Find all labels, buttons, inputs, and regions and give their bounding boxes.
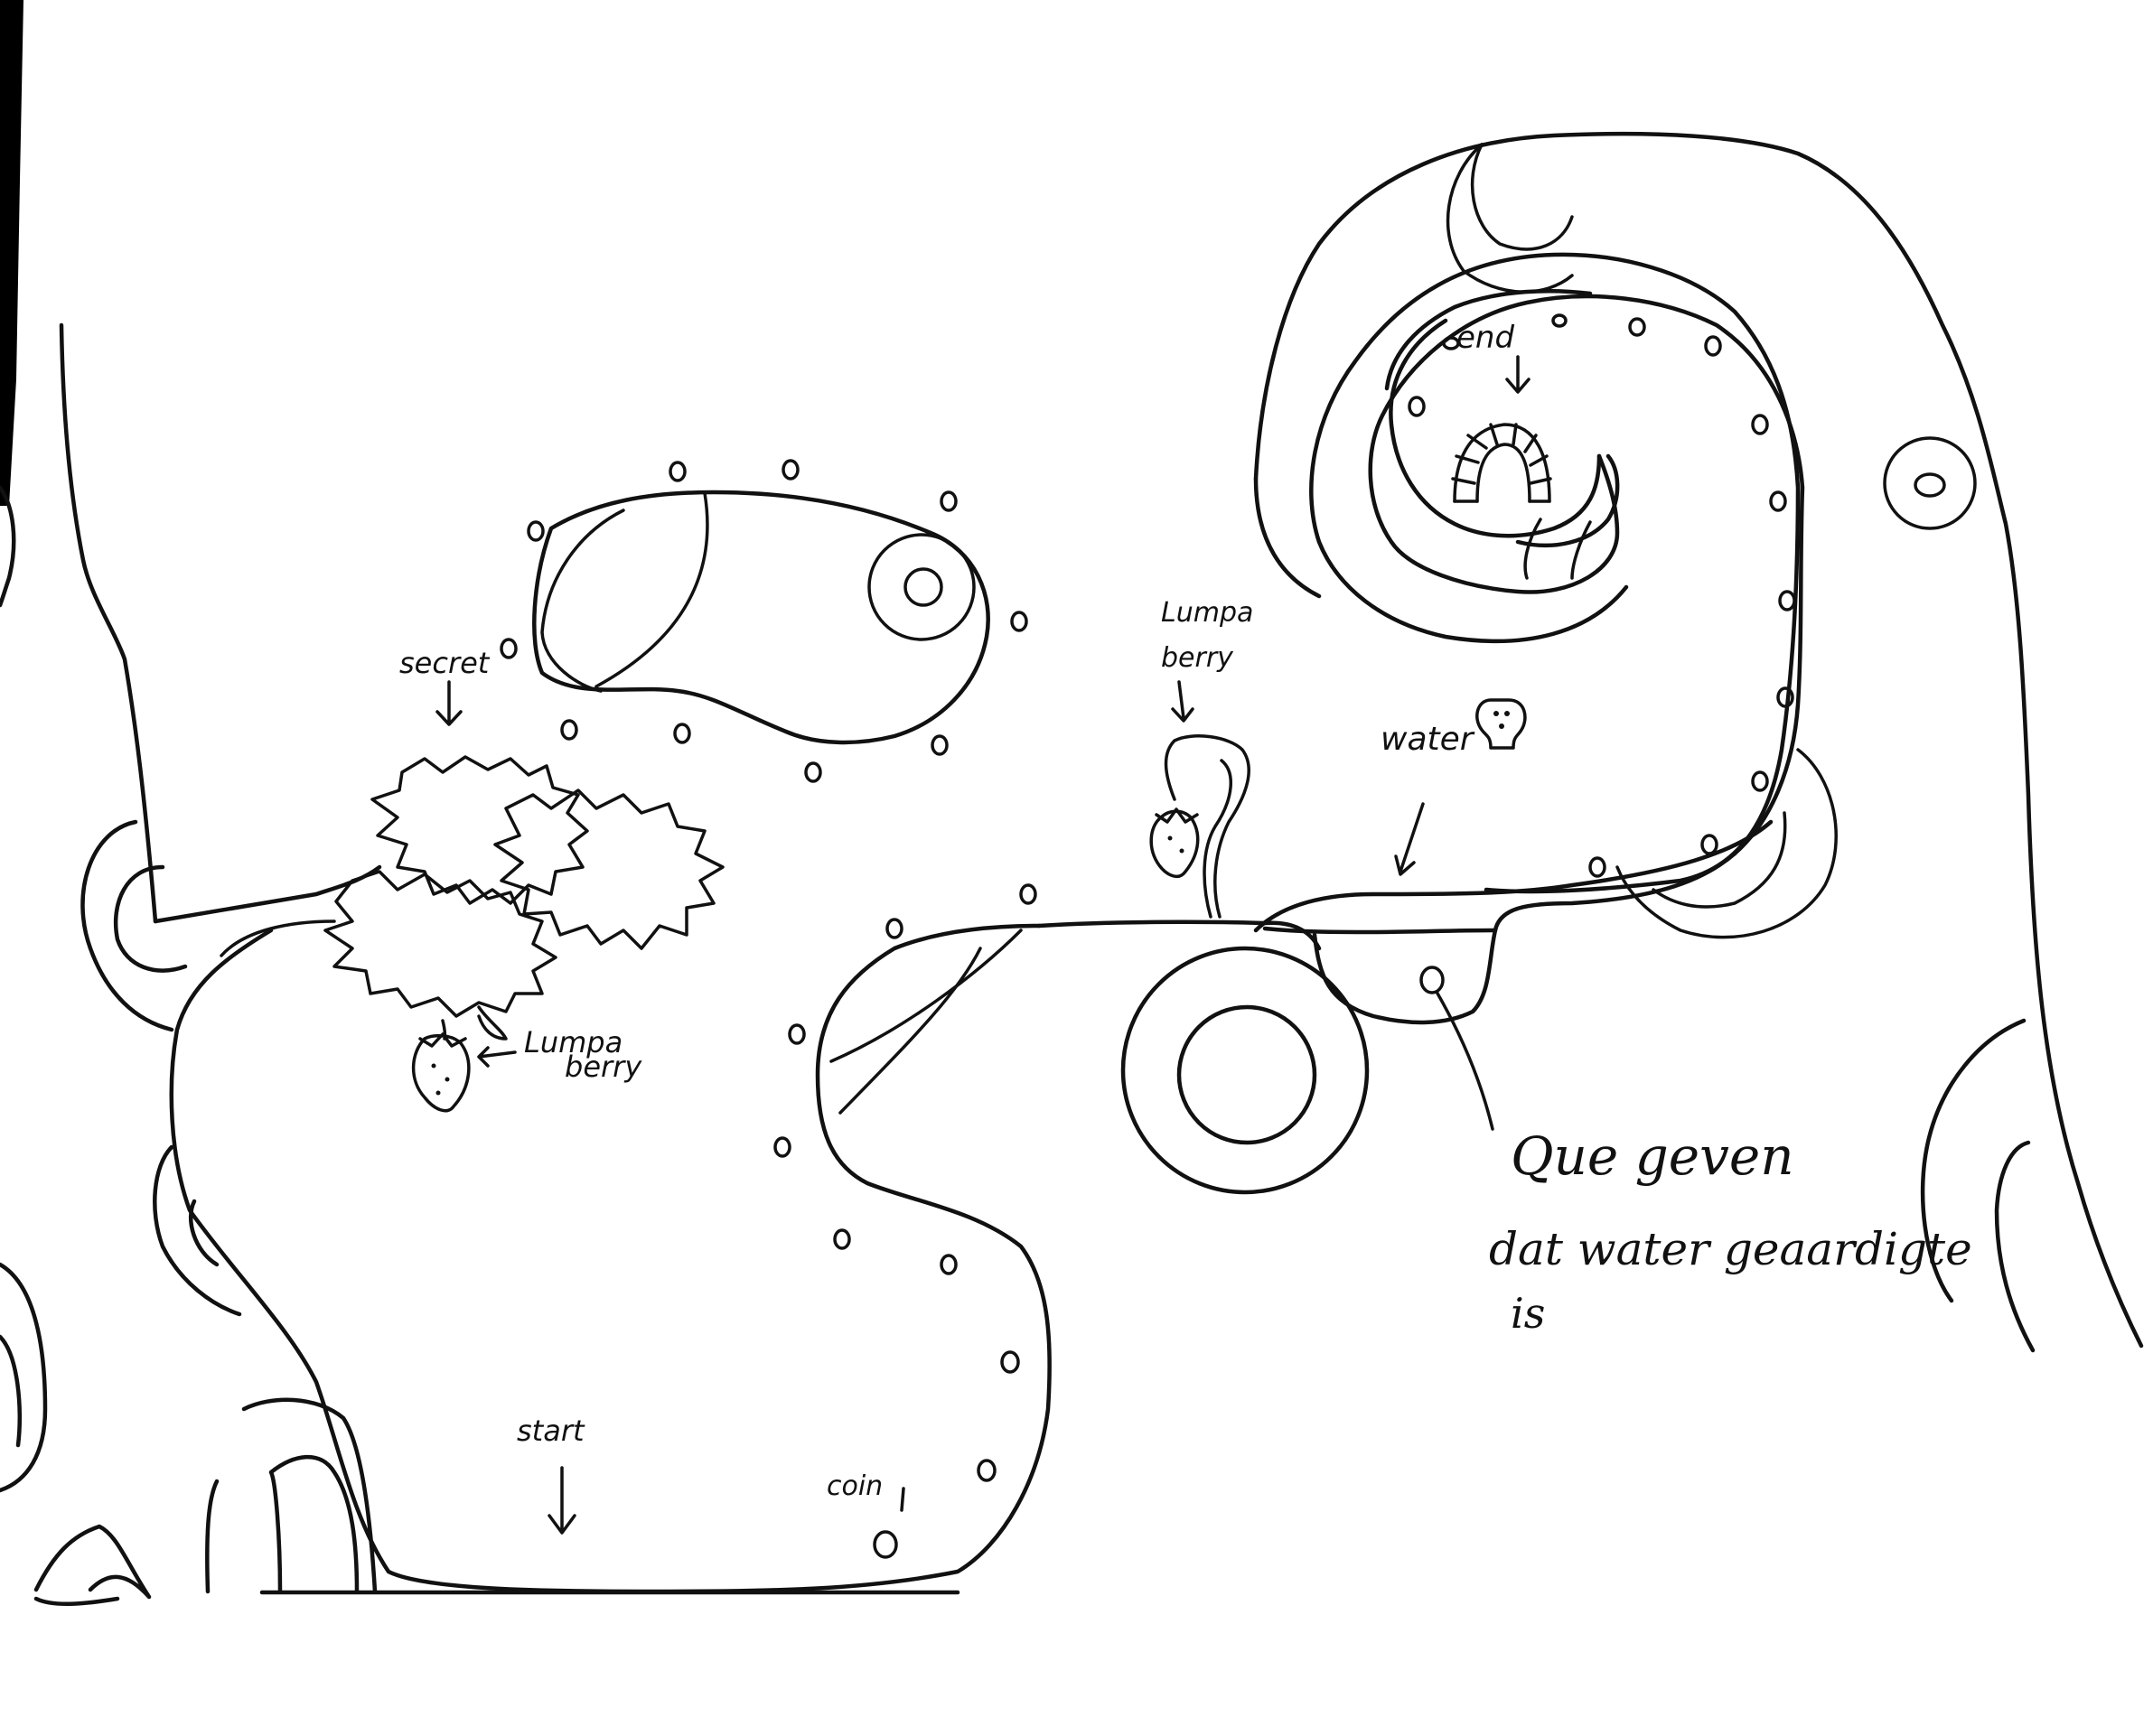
secret-arrow	[437, 682, 461, 724]
left-ground-roots	[36, 1526, 149, 1604]
floating-platform-inner-mid	[596, 493, 707, 686]
wall-ring-left	[82, 822, 172, 1030]
end-chamber-shading	[1525, 519, 1540, 578]
shell-ring-lower	[1617, 750, 1836, 938]
start-arrow	[549, 1468, 575, 1533]
left-root-2-inner	[271, 1457, 357, 1591]
big-ring-inner	[1179, 1007, 1315, 1143]
berry-1-label-line2: berry	[565, 1050, 642, 1084]
right-lower-swirl-inner	[1997, 1143, 2033, 1350]
left-root-4	[0, 1265, 45, 1490]
left-root-1-inner	[191, 1201, 217, 1265]
start-label: start	[517, 1414, 585, 1448]
spiral-mega-outline	[1311, 255, 1798, 891]
left-root-1	[154, 1147, 239, 1314]
bush-blob-right	[495, 790, 723, 948]
berry-2-arrow	[1173, 682, 1193, 721]
arched-stone-door-icon[interactable]	[1453, 425, 1550, 501]
left-wall-outline	[61, 325, 155, 921]
water-pool-outline	[1315, 854, 1735, 1022]
secret-bush-icon[interactable]	[325, 757, 723, 1016]
note-line-2: dat water geaardigte	[1489, 1223, 1972, 1275]
middle-ramp-arc	[831, 930, 1021, 1061]
end-arrow	[1507, 357, 1529, 392]
note-line-3: is	[1511, 1289, 1545, 1338]
left-root-3	[207, 1481, 217, 1591]
floating-platform-outline	[534, 492, 988, 742]
bush-blob-top	[372, 757, 587, 903]
shell-ring-top-inner	[1473, 145, 1572, 249]
floating-ring-outer	[869, 535, 974, 639]
water-arrow	[1396, 804, 1423, 874]
strawberry-icon[interactable]	[414, 1034, 469, 1111]
berry-2-label-line2: berry	[1161, 642, 1234, 674]
note-line-1: Que geven	[1511, 1125, 1794, 1187]
coin-arrow	[902, 1489, 903, 1510]
berry-vine-2	[1166, 736, 1250, 917]
water-label: water	[1381, 721, 1475, 758]
water-surface-line	[1265, 929, 1495, 932]
berry-2-label-line1: Lumpa	[1161, 597, 1253, 629]
note-pointer-line	[1437, 992, 1493, 1129]
berry-1-arrow	[479, 1048, 515, 1066]
secret-label: secret	[399, 646, 491, 680]
spiral-outer-outline	[1371, 296, 1802, 854]
left-root-4-inner	[0, 1337, 20, 1445]
water-bubble	[1421, 967, 1443, 993]
floating-ring-inner	[905, 569, 941, 605]
shell-ring-right	[1885, 438, 1975, 528]
page-edge-bar	[0, 0, 23, 506]
floating-platform-inner-left	[542, 510, 623, 691]
water-keyhole-sign-icon[interactable]	[1477, 700, 1525, 748]
end-label: end	[1456, 320, 1514, 356]
shell-ring-right-inner	[1915, 474, 1944, 496]
coin-icon[interactable]	[1409, 315, 1794, 876]
berry-vine-2-inner	[1204, 761, 1231, 917]
middle-ramp-outline	[1039, 922, 1319, 948]
end-chamber-shading-2	[1572, 522, 1590, 578]
strawberry-icon[interactable]	[1151, 809, 1198, 876]
coin-label: coin	[827, 1470, 883, 1502]
